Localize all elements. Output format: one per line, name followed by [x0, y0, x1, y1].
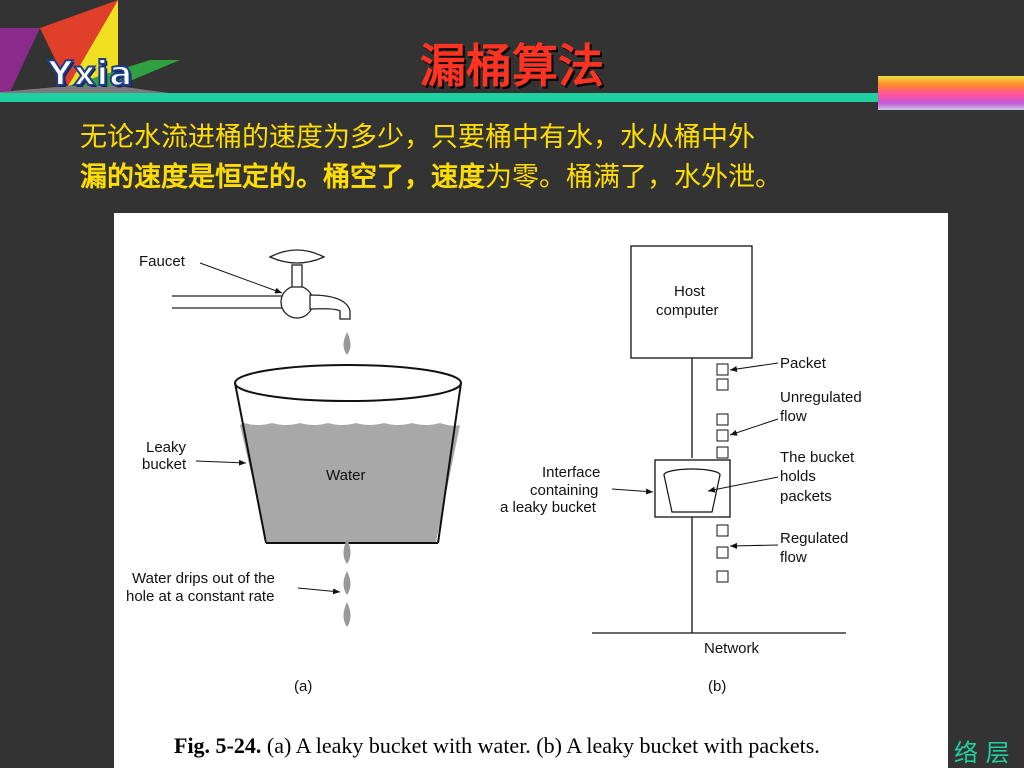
figure-caption: Fig. 5-24. (a) A leaky bucket with water… [174, 733, 820, 759]
water-drop-icon [343, 332, 351, 355]
label-faucet: Faucet [139, 253, 186, 270]
panel-label-b: (b) [708, 678, 726, 695]
label-bucket-holds-1: The bucket [780, 449, 855, 466]
panel-label-a: (a) [294, 678, 312, 695]
label-interface-2: containing [530, 482, 598, 499]
water-drop-icon [343, 602, 351, 627]
label-unregulated-1: Unregulated [780, 389, 862, 406]
label-drips-1: Water drips out of the [132, 570, 275, 587]
packet-square [716, 546, 729, 559]
packet-square [716, 446, 729, 459]
water-drop-icon [343, 571, 351, 595]
packet-square [716, 570, 729, 583]
divider-bar [0, 93, 1024, 102]
label-interface-3: a leaky bucket [500, 499, 597, 516]
label-packet: Packet [780, 355, 827, 372]
footer-text: 络 层 [954, 739, 1010, 767]
page-title: 漏桶算法 [420, 39, 604, 93]
packet-square [716, 413, 729, 426]
label-bucket-holds-3: packets [780, 488, 832, 505]
subtitle-line-2-part-1: 漏的速度是恒定的。桶空了， [80, 162, 431, 193]
subtitle-line-1: 无论水流进桶的速度为多少，只要桶中有水，水从桶中外 [80, 122, 755, 153]
logo-text: Yxia [47, 53, 134, 95]
label-host-2: computer [656, 302, 719, 319]
packet-square [716, 363, 729, 376]
bucket-icon [234, 364, 462, 544]
label-host-1: Host [674, 283, 706, 300]
subtitle-line-2-part-2: 速度 [431, 162, 485, 193]
packet-square [716, 524, 729, 537]
host-computer-box [630, 245, 753, 359]
label-drips-2: hole at a constant rate [126, 588, 274, 605]
label-water: Water [326, 467, 365, 484]
subtitle-text: 无论水流进桶的速度为多少，只要桶中有水，水从桶中外 漏的速度是恒定的。桶空了，速… [80, 118, 960, 198]
label-regulated-1: Regulated [780, 530, 848, 547]
packet-square [716, 429, 729, 442]
faucet-icon [172, 249, 351, 320]
caption-text: (a) A leaky bucket with water. (b) A lea… [261, 733, 820, 758]
gradient-decoration [878, 76, 1024, 110]
caption-number: Fig. 5-24. [174, 733, 262, 758]
small-bucket-icon [663, 468, 721, 513]
label-leaky-1: Leaky [146, 439, 187, 456]
label-interface-1: Interface [542, 464, 600, 481]
label-bucket-holds-2: holds [780, 468, 816, 485]
label-unregulated-2: flow [780, 408, 807, 425]
subtitle-line-2-part-3: 为零。桶满了，水外泄。 [485, 162, 782, 193]
leaky-bucket-figure: Faucet Leaky bucket Water Water drips ou… [114, 213, 948, 768]
water-drop-icon [343, 539, 351, 564]
label-regulated-2: flow [780, 549, 807, 566]
label-leaky-2: bucket [142, 456, 187, 473]
label-network: Network [704, 640, 760, 657]
figure-diagram: Faucet Leaky bucket Water Water drips ou… [126, 245, 862, 695]
packet-square [716, 378, 729, 391]
subtitle-line-2: 漏的速度是恒定的。桶空了，速度为零。桶满了，水外泄。 [80, 158, 960, 198]
